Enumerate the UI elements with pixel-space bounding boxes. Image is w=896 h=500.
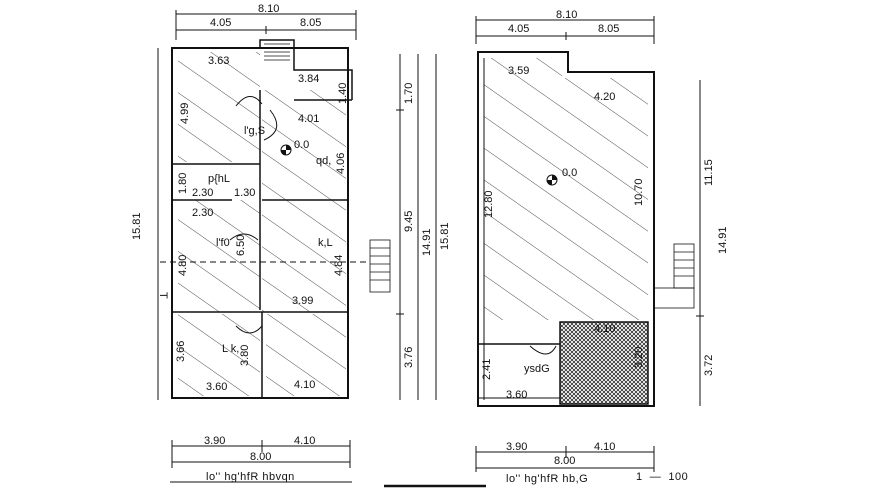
- right-side-a: 11.15: [703, 159, 715, 186]
- right-level-marker: 0.0: [546, 167, 577, 186]
- left-level-marker: 0.0: [280, 139, 309, 156]
- right-dim-7: 3.60: [506, 389, 527, 401]
- right-side-c: 3.72: [703, 355, 715, 376]
- left-dim-8: 1.30: [234, 187, 255, 199]
- right-dim-6: 2.41: [481, 359, 493, 380]
- right-dim-2: 12.80: [483, 190, 495, 218]
- left-dim-5: 4.06: [335, 153, 347, 174]
- right-level-text: 0.0: [562, 167, 577, 179]
- right-side-b: 14.91: [717, 226, 729, 254]
- left-dim-4: 4.01: [298, 113, 319, 125]
- right-top-right: 8.05: [598, 23, 619, 35]
- left-side-d: 15.81: [439, 222, 451, 250]
- right-plan-title: lo'' hg'hfR hb,G: [506, 473, 588, 485]
- right-dim-3: 10.70: [633, 178, 645, 206]
- right-dim-0: 3.59: [508, 65, 529, 77]
- left-bottom-total: 8.00: [250, 451, 271, 463]
- left-side-b: 9.45: [403, 211, 415, 232]
- right-bottom-total: 8.00: [554, 455, 575, 467]
- left-top-left: 4.05: [210, 17, 231, 29]
- left-dim-16: 3.60: [206, 381, 227, 393]
- left-dim-15: 3.80: [239, 345, 251, 366]
- left-side-a: 1.70: [403, 83, 415, 104]
- left-room-1: qd,: [316, 155, 331, 167]
- left-room-4: k,L: [318, 237, 333, 249]
- left-side-total: 15.81: [131, 212, 143, 240]
- left-room-5: L k,: [222, 343, 239, 355]
- left-level-text: 0.0: [294, 139, 309, 151]
- left-dim-0: 3.63: [208, 55, 229, 67]
- left-dim-1: 3.84: [298, 73, 319, 85]
- left-top-right: 8.05: [300, 17, 321, 29]
- left-bottom-right: 4.10: [294, 435, 315, 447]
- scale-label: 1 — 100: [636, 471, 688, 483]
- left-plan: [157, 10, 437, 483]
- left-dim-9: 2.30: [192, 207, 213, 219]
- right-plan: [384, 16, 704, 488]
- left-dim-2: 4.99: [179, 103, 191, 124]
- left-dim-7: 2.30: [192, 187, 213, 199]
- right-bottom-left: 3.90: [506, 441, 527, 453]
- right-dim-1: 4.20: [594, 91, 615, 103]
- left-top-total: 8.10: [258, 3, 279, 15]
- left-room-2: p{hL: [208, 173, 230, 185]
- left-side-c: 14.91: [421, 228, 433, 256]
- left-section-mark: T: [157, 292, 169, 299]
- left-dim-10: 6.50: [235, 235, 247, 256]
- left-bottom-left: 3.90: [204, 435, 225, 447]
- left-dim-6: 1.80: [177, 173, 189, 194]
- left-dim-12: 4.84: [333, 255, 345, 276]
- left-room-0: l'g,S: [244, 125, 265, 137]
- left-dim-11: 4.80: [177, 255, 189, 276]
- right-dim-4: 4.10: [594, 323, 615, 335]
- right-room: ysdG: [524, 363, 550, 375]
- left-side-e: 3.76: [403, 347, 415, 368]
- left-room-3: l'f0: [216, 237, 230, 249]
- right-dim-5: 3.20: [633, 347, 645, 368]
- right-top-total: 8.10: [556, 9, 577, 21]
- right-top-left: 4.05: [508, 23, 529, 35]
- left-plan-title: lo'' hg'hfR hbvqn: [206, 471, 295, 483]
- left-dim-13: 3.99: [292, 295, 313, 307]
- left-dim-14: 3.66: [175, 341, 187, 362]
- left-dim-17: 4.10: [294, 379, 315, 391]
- left-dim-3: 1.40: [337, 83, 349, 104]
- right-bottom-right: 4.10: [594, 441, 615, 453]
